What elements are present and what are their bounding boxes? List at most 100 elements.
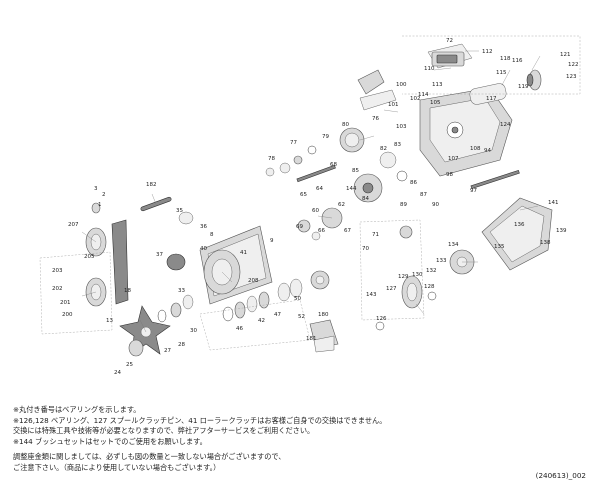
part-number-callout: 123 (566, 74, 577, 80)
part-number-callout: 128 (424, 284, 435, 290)
footnote-special-parts: ※126,128 ベアリング、127 スプールクラッチピン、41 ローラークラッ… (13, 415, 387, 425)
revision-code: (240613)_002 (535, 471, 586, 480)
spool-and-sideplate (375, 169, 553, 331)
footnote-bush-set: ※144 ブッシュセットはセットでのご使用をお願いします。 (13, 436, 207, 446)
part-number-callout: 107 (448, 156, 459, 162)
part-number-callout: 112 (482, 49, 493, 55)
part-number-callout: 69 (296, 224, 303, 230)
part-number-callout: 101 (388, 102, 399, 108)
part-number-callout: 113 (432, 82, 443, 88)
part-number-callout: 100 (396, 82, 407, 88)
display-unit (427, 43, 473, 69)
exploded-parts-diagram: 7211211011311411511611711811912112212312… (39, 35, 581, 376)
part-number-callout: 78 (268, 156, 275, 162)
part-number-callout: 102 (410, 96, 421, 102)
part-number-callout: 28 (178, 342, 185, 348)
footnote-shims: 調整座金類に関しましては、必ずしも図の数量と一致しない場合がございますので、 (13, 452, 286, 462)
part-number-callout: 84 (362, 196, 369, 202)
part-number-callout: 47 (274, 312, 281, 318)
part-number-callout: 136 (514, 222, 525, 228)
leader-lines (81, 50, 541, 333)
part-number-callout: 70 (362, 246, 369, 252)
part-number-callout: 71 (372, 232, 379, 238)
part-number-callout: 115 (496, 70, 507, 76)
part-number-callout: 24 (114, 370, 121, 376)
part-number-callout: 126 (376, 316, 387, 322)
part-number-callout: 46 (236, 326, 243, 332)
part-number-callout: 87 (420, 192, 427, 198)
part-number-callout: 110 (424, 66, 435, 72)
part-number-callout: 117 (486, 96, 497, 102)
part-number-callout: 119 (518, 84, 529, 90)
part-number-callout: 130 (412, 272, 423, 278)
part-number-callout: 86 (410, 180, 417, 186)
part-number-callout: 2 (102, 192, 106, 198)
part-number-callout: 1 (98, 202, 102, 208)
part-number-callout: 94 (484, 148, 491, 154)
part-number-callout: 27 (164, 348, 171, 354)
part-number-callout: 124 (500, 122, 511, 128)
part-number-callout: 64 (316, 186, 323, 192)
small-parts-left-center (265, 145, 321, 241)
part-number-callout: 41 (240, 250, 247, 256)
part-number-callout: 90 (432, 202, 439, 208)
part-number-callout: 132 (426, 268, 437, 274)
part-number-callout: 122 (568, 62, 579, 68)
part-number-callout: 144 (346, 186, 357, 192)
part-number-callout: 13 (106, 318, 113, 324)
footnote-caution: ご注意下さい。（商品により使用していない場合もございます。） (13, 462, 221, 472)
main-frame-assembly (419, 69, 542, 177)
part-number-callout: 89 (400, 202, 407, 208)
part-number-callout: 202 (52, 286, 63, 292)
part-number-callout: 68 (330, 162, 337, 168)
part-number-callout: 67 (344, 228, 351, 234)
part-number-callout: 134 (448, 242, 459, 248)
part-number-callout: 30 (190, 328, 197, 334)
part-number-callout: 72 (446, 38, 453, 44)
part-number-callout: 207 (68, 222, 79, 228)
part-number-callout: 82 (380, 146, 387, 152)
part-number-callout: 3 (94, 186, 98, 192)
footnote-after-service: 交換には特殊工具や技術等が必要となりますので、弊社アフターサービスをご利用くださ… (13, 426, 315, 436)
part-number-callout: 50 (294, 296, 301, 302)
part-number-callout: 143 (366, 292, 377, 298)
bottom-clamp (309, 319, 339, 353)
part-number-callout: 139 (556, 228, 567, 234)
part-number-callout: 76 (372, 116, 379, 122)
part-number-callout: 60 (312, 208, 319, 214)
part-number-callout: 77 (290, 140, 297, 146)
part-number-callout: 98 (446, 172, 453, 178)
part-number-callout: 65 (300, 192, 307, 198)
footnote-bearing: ※丸付き番号はベアリングを示します。 (13, 405, 141, 414)
part-number-callout: 141 (548, 200, 559, 206)
part-number-callout: 66 (318, 228, 325, 234)
lever-bracket (357, 69, 397, 111)
part-number-callout: 108 (470, 146, 481, 152)
footnotes: ※丸付き番号はベアリングを示します。 ※126,128 ベアリング、127 スプ… (13, 405, 588, 474)
part-number-callout: 62 (338, 202, 345, 208)
part-number-callout: 105 (430, 100, 441, 106)
part-number-callout: 203 (52, 268, 63, 274)
part-number-callout: 9 (270, 238, 274, 244)
part-number-callout: 201 (60, 300, 71, 306)
part-number-callout: 25 (126, 362, 133, 368)
part-number-callout: 182 (146, 182, 157, 188)
part-number-callout: 138 (540, 240, 551, 246)
part-number-callout: 118 (500, 56, 511, 62)
part-number-callout: 36 (200, 224, 207, 230)
part-number-callout: 18 (124, 288, 131, 294)
part-number-callout: 200 (62, 312, 73, 318)
part-number-callout: 103 (396, 124, 407, 130)
part-number-callout: 121 (560, 52, 571, 58)
part-number-callout: 42 (258, 318, 265, 324)
part-number-callout: 116 (512, 58, 523, 64)
part-number-callout: 181 (306, 336, 317, 342)
part-number-callout: 52 (298, 314, 305, 320)
part-number-callout: 133 (436, 258, 447, 264)
part-number-callout: 135 (494, 244, 505, 250)
part-number-callout: 33 (178, 288, 185, 294)
callout-labels: 7211211011311411511611711811912112212312… (52, 38, 579, 376)
part-number-callout: 205 (84, 254, 95, 260)
part-number-callout: 8 (210, 232, 214, 238)
part-number-callout: 37 (156, 252, 163, 258)
